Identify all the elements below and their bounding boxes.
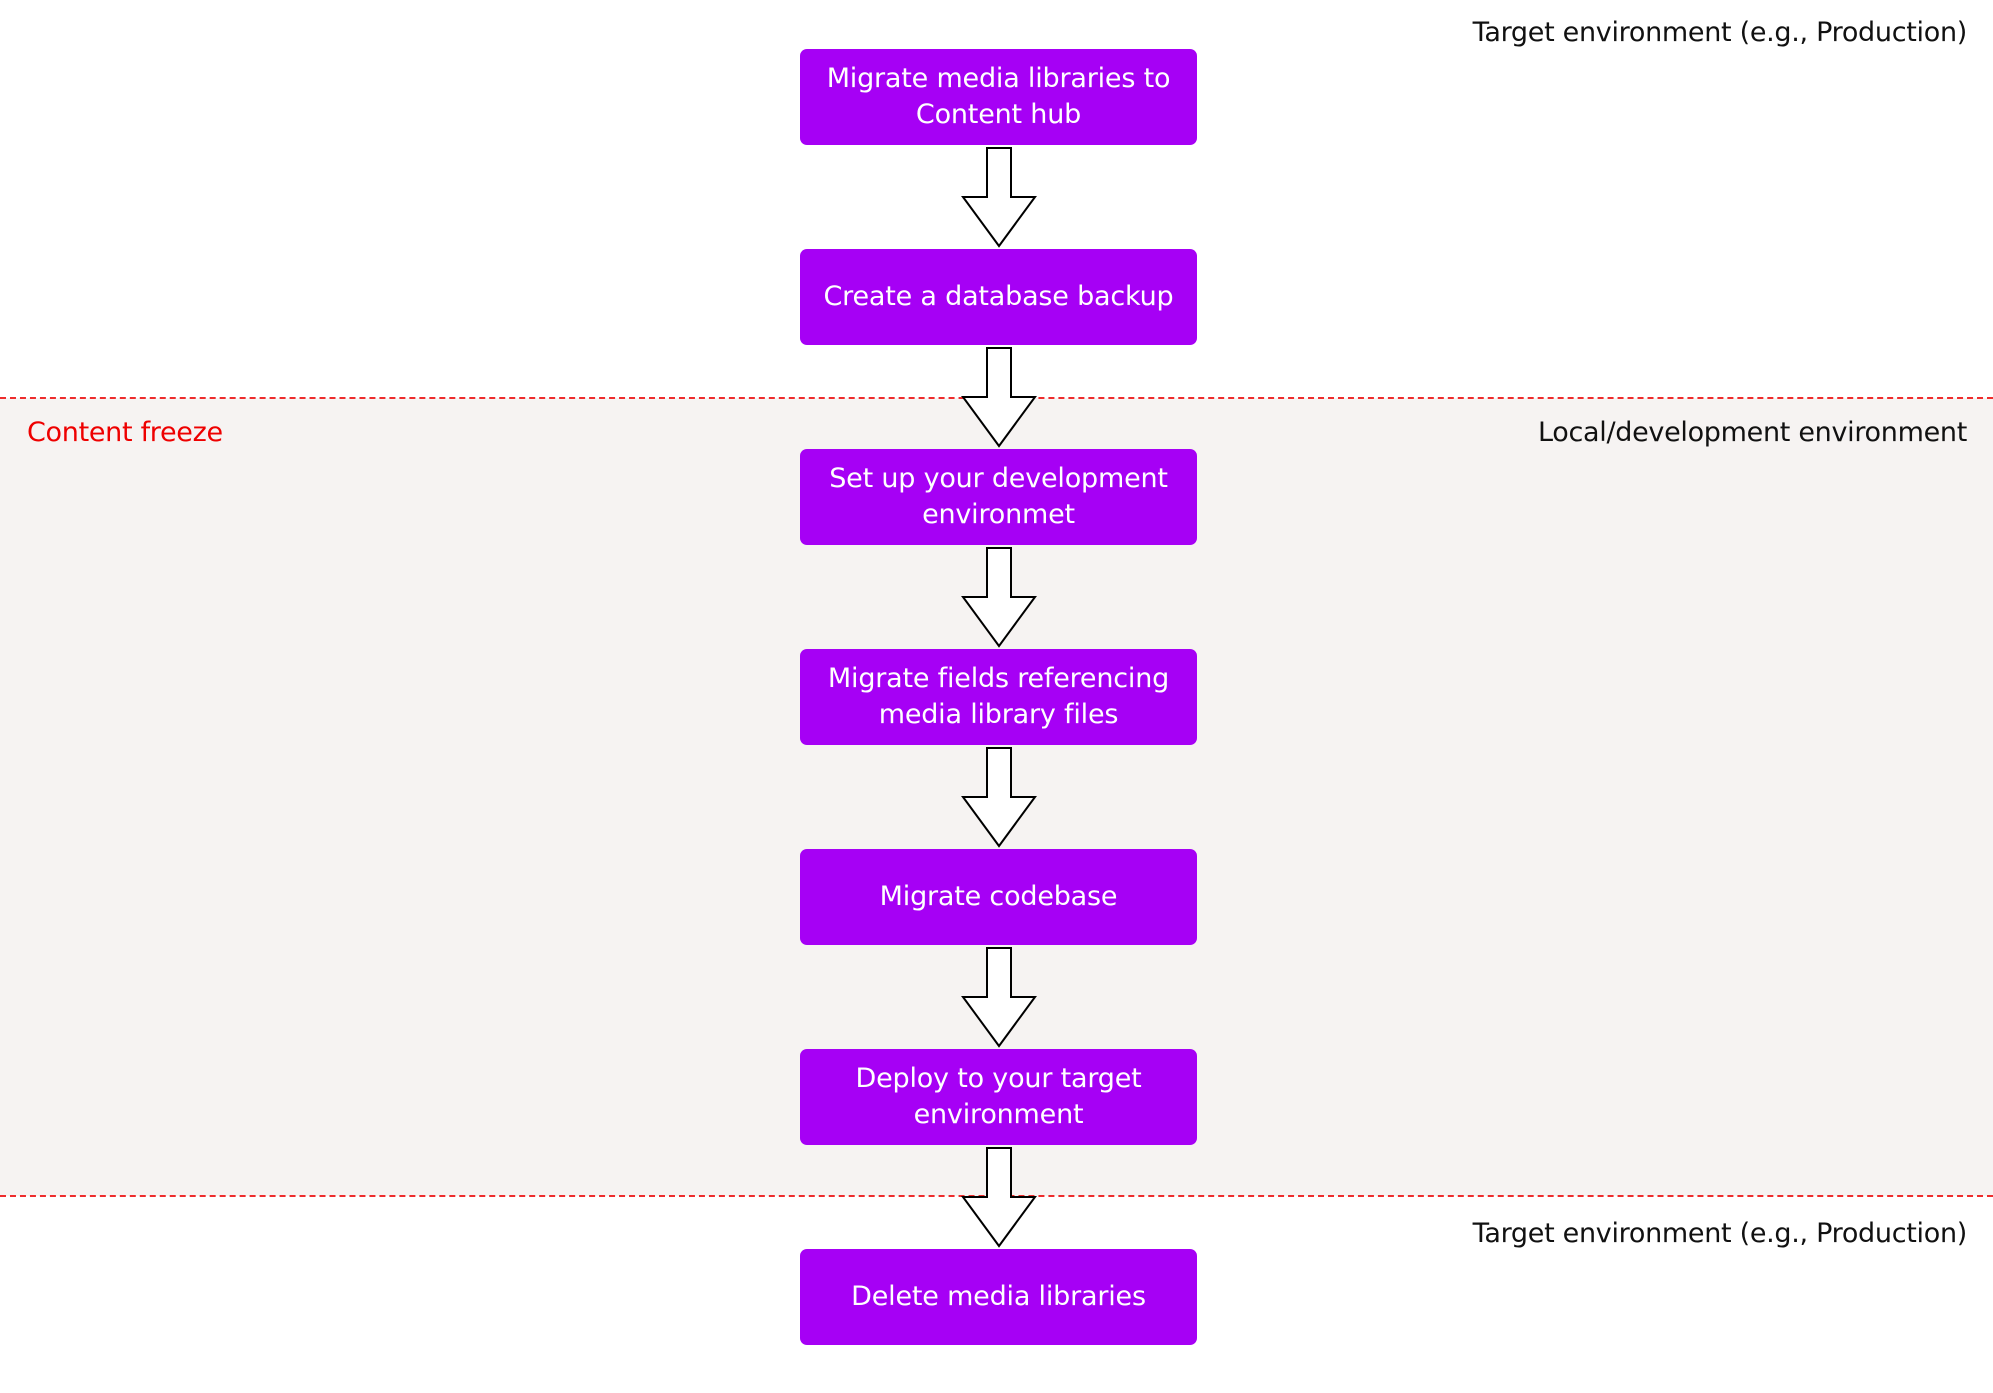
step-label-line1: Delete media libraries <box>851 1281 1146 1312</box>
top-environment-label: Target environment (e.g., Production) <box>1472 17 1968 48</box>
arrow-down-2 <box>961 347 1037 448</box>
middle-environment-label: Local/development environment <box>1537 417 1967 448</box>
step-label-line1: Migrate codebase <box>879 881 1118 912</box>
step-migrate-media-libraries: Migrate media libraries to Content hub <box>800 49 1197 145</box>
step-label-line2: environmet <box>922 499 1075 530</box>
step-label-line2: media library files <box>878 699 1119 730</box>
arrow-down-4 <box>961 747 1037 848</box>
arrow-down-6 <box>961 1147 1037 1248</box>
bottom-environment-label: Target environment (e.g., Production) <box>1472 1218 1968 1249</box>
step-label-line2: Content hub <box>915 99 1082 130</box>
step-setup-development-environment: Set up your development environmet <box>800 449 1197 545</box>
step-label-line2: environment <box>913 1099 1084 1130</box>
step-migrate-fields: Migrate fields referencing media library … <box>800 649 1197 745</box>
step-deploy-target-environment: Deploy to your target environment <box>800 1049 1197 1145</box>
step-label-line1: Migrate media libraries to <box>826 63 1171 94</box>
step-label-line1: Migrate fields referencing <box>827 663 1170 694</box>
content-freeze-label: Content freeze <box>27 417 223 448</box>
step-label-line1: Deploy to your target <box>855 1063 1142 1094</box>
step-delete-media-libraries: Delete media libraries <box>800 1249 1197 1345</box>
step-migrate-codebase: Migrate codebase <box>800 849 1197 945</box>
step-create-database-backup: Create a database backup <box>800 249 1197 345</box>
arrow-down-5 <box>961 947 1037 1048</box>
arrow-down-3 <box>961 547 1037 648</box>
arrow-down-1 <box>961 147 1037 248</box>
step-label-line1: Set up your development <box>829 463 1168 494</box>
step-label-line1: Create a database backup <box>823 281 1174 312</box>
